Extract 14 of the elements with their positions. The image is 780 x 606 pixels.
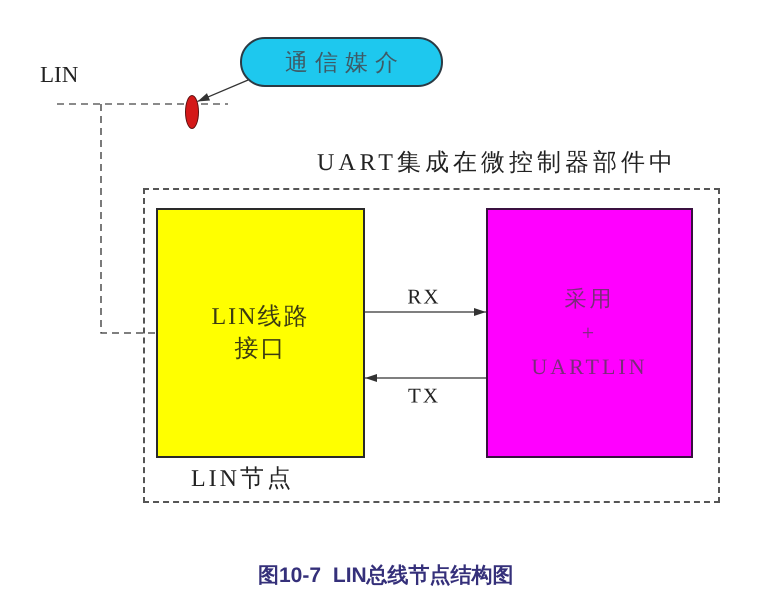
arrow (197, 79, 248, 102)
block-box (486, 208, 693, 458)
box-label: LIN节点 (191, 465, 294, 494)
box-label: LIN线路接口 (210, 303, 310, 364)
box-label: 采用 + UARTLIN (530, 285, 649, 381)
pill-box: 通信媒介 (240, 37, 443, 87)
caption: 图10-7 LIN总线节点结构图 (258, 563, 514, 589)
arrow (365, 308, 486, 316)
arrow (365, 374, 486, 382)
box-heading: UART集成在微控制器部件中 (317, 148, 677, 178)
ellipse-marker (185, 95, 199, 129)
block-box (156, 208, 365, 458)
connector-line (100, 104, 156, 334)
bus-label: LIN (40, 62, 78, 88)
